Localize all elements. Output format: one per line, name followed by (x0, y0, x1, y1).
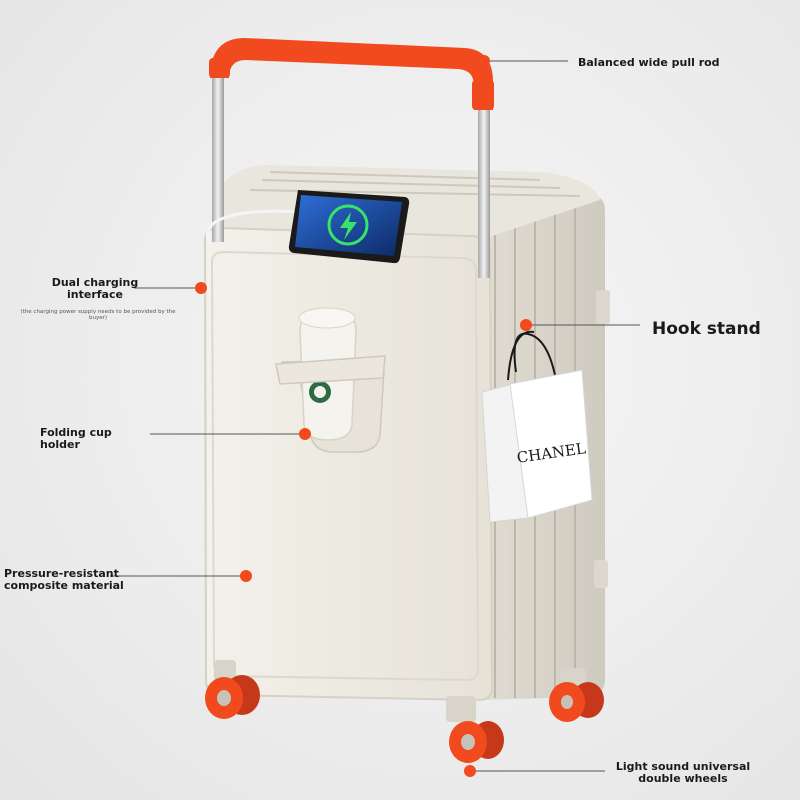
charging-label: Dual charging interface (44, 277, 146, 301)
cup-holder-dot (299, 428, 311, 440)
charging-note-line1: (the charging power supply needs to be p… (20, 309, 176, 315)
cup-holder-label: Folding cup holder (40, 427, 112, 451)
material-label: Pressure-resistant composite material (4, 568, 124, 592)
cup-holder-label-line2: holder (40, 438, 80, 451)
material-dot (240, 570, 252, 582)
charging-dot (195, 282, 207, 294)
charging-cable (205, 209, 301, 245)
wheels-label-line2: double wheels (638, 772, 728, 785)
cup-holder-label-line1: Folding cup (40, 426, 112, 439)
wheels-dot (464, 765, 476, 777)
charging-label-line1: Dual charging (51, 276, 139, 289)
charging-note: (the charging power supply needs to be p… (12, 309, 184, 321)
pull-rod-label: Balanced wide pull rod (578, 56, 720, 69)
material-label-line2: composite material (4, 579, 124, 592)
wheels (205, 660, 604, 763)
phone (288, 190, 410, 264)
wheels-label-line1: Light sound universal (615, 760, 751, 773)
hook-label: Hook stand (652, 319, 761, 339)
shopping-bag (481, 330, 593, 523)
pull-rod-dot (478, 55, 490, 67)
charging-note-line2: buyer) (88, 315, 108, 321)
charging-label-line2: interface (67, 288, 123, 301)
cup-holder (275, 307, 386, 453)
material-label-line1: Pressure-resistant (4, 567, 119, 580)
pull-rod (209, 38, 494, 278)
wheels-label: Light sound universal double wheels (608, 761, 758, 785)
callout-markers (110, 55, 640, 777)
hook-dot (520, 319, 532, 331)
shell-front (203, 226, 494, 702)
